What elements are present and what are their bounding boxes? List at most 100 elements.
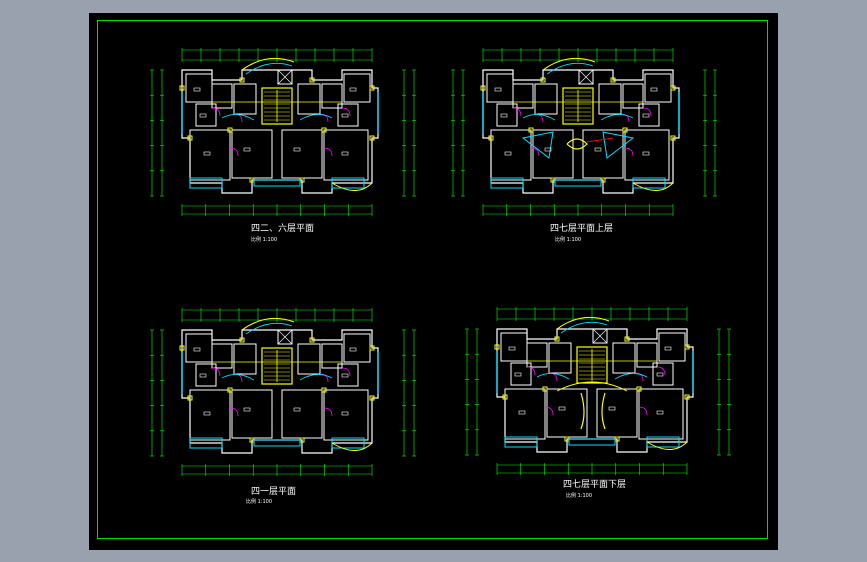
structural-column (321, 127, 327, 133)
structural-column (179, 345, 185, 351)
room-living (323, 129, 369, 181)
structural-column (624, 336, 630, 342)
door-swing (624, 147, 634, 157)
roof-curve-inner (546, 62, 594, 75)
room-tag (514, 372, 522, 377)
door-swing (323, 407, 333, 417)
room-tag (293, 407, 301, 412)
structural-column (502, 394, 508, 400)
room-study (510, 362, 532, 386)
stair-core (261, 87, 293, 125)
door-swing (530, 147, 540, 157)
room-bedroom (658, 332, 686, 362)
room-tag (650, 87, 658, 92)
room-tag (594, 147, 602, 152)
room-tag (243, 407, 251, 412)
structural-column (239, 337, 245, 343)
room-tag (508, 346, 516, 351)
room-tag (193, 87, 201, 92)
roof-curve (556, 316, 610, 330)
structural-column (309, 77, 315, 83)
void-outline (521, 131, 554, 159)
structural-column (554, 336, 560, 342)
roof-curve (542, 57, 596, 71)
structural-column (321, 387, 327, 393)
door-swing (323, 147, 333, 157)
elevator-shaft (578, 69, 594, 85)
elevator-cross (277, 329, 293, 345)
window-balcony (490, 177, 524, 189)
elevator-cross (277, 69, 293, 85)
room-living (189, 129, 231, 181)
plan-scale-bottom-left: 比例 1:100 (246, 498, 272, 505)
structural-column (179, 85, 185, 91)
floor-plan-top-right (451, 48, 717, 216)
window-bay (253, 439, 301, 447)
room-tag (199, 113, 207, 118)
balcony-arc (331, 442, 373, 451)
room-bath (636, 342, 658, 368)
room-kitchen (297, 83, 321, 115)
plan-scale-bottom-right: 比例 1:100 (566, 492, 592, 499)
room-bedroom (343, 333, 371, 363)
room-bath (512, 83, 534, 109)
room-dining (281, 129, 323, 179)
balcony-arc (632, 182, 674, 191)
door-swing (211, 367, 221, 377)
room-bath (526, 342, 548, 368)
section-mark (586, 137, 614, 143)
room-study (195, 363, 217, 387)
structural-column (369, 395, 375, 401)
room-tag (203, 151, 211, 156)
elevator-cross (592, 328, 608, 344)
structural-column (227, 387, 233, 393)
room-living (624, 129, 670, 181)
room-study (496, 103, 518, 127)
structural-column (480, 85, 486, 91)
room-bath (321, 343, 343, 369)
structural-column (227, 127, 233, 133)
balcony-arc (221, 114, 255, 121)
room-tag (341, 373, 349, 378)
room-kitchen (233, 83, 257, 115)
room-living (189, 389, 231, 441)
stair-core (576, 346, 608, 384)
room-bedroom (343, 73, 371, 103)
elevator-shaft (592, 328, 608, 344)
structural-column (369, 345, 375, 351)
window-balcony (189, 177, 223, 189)
door-swing (229, 407, 239, 417)
spiral-stair (601, 392, 606, 430)
floor-plan-top-left (150, 48, 416, 216)
room-tag (642, 151, 650, 156)
room-living (490, 129, 532, 181)
door-swing (341, 367, 351, 377)
balcony-arc (600, 114, 634, 121)
room-tag (544, 147, 552, 152)
room-tag (243, 147, 251, 152)
structural-column (542, 386, 548, 392)
structural-column (187, 395, 193, 401)
roof-curve-inner (245, 322, 293, 335)
balcony-arc (536, 373, 570, 380)
floor-plan-bottom-left (150, 308, 416, 476)
room-dining (281, 389, 323, 439)
plan-title-top-right: 四七层平面上层 (550, 223, 613, 234)
balcony-arc (522, 114, 556, 121)
room-study (652, 362, 674, 386)
plan-title-bottom-right: 四七层平面下层 (563, 479, 626, 490)
room-study (337, 103, 359, 127)
balcony-arc (646, 441, 688, 450)
room-dining (596, 388, 638, 438)
spiral-stair (580, 392, 585, 430)
arch-line (556, 381, 628, 392)
roof-curve-inner (245, 62, 293, 75)
structural-column (540, 77, 546, 83)
balcony-arc (221, 374, 255, 381)
room-tag (349, 87, 357, 92)
balcony-arc (299, 114, 333, 121)
balcony-arc (614, 373, 648, 380)
window-balcony (189, 437, 223, 449)
room-tag (558, 406, 566, 411)
